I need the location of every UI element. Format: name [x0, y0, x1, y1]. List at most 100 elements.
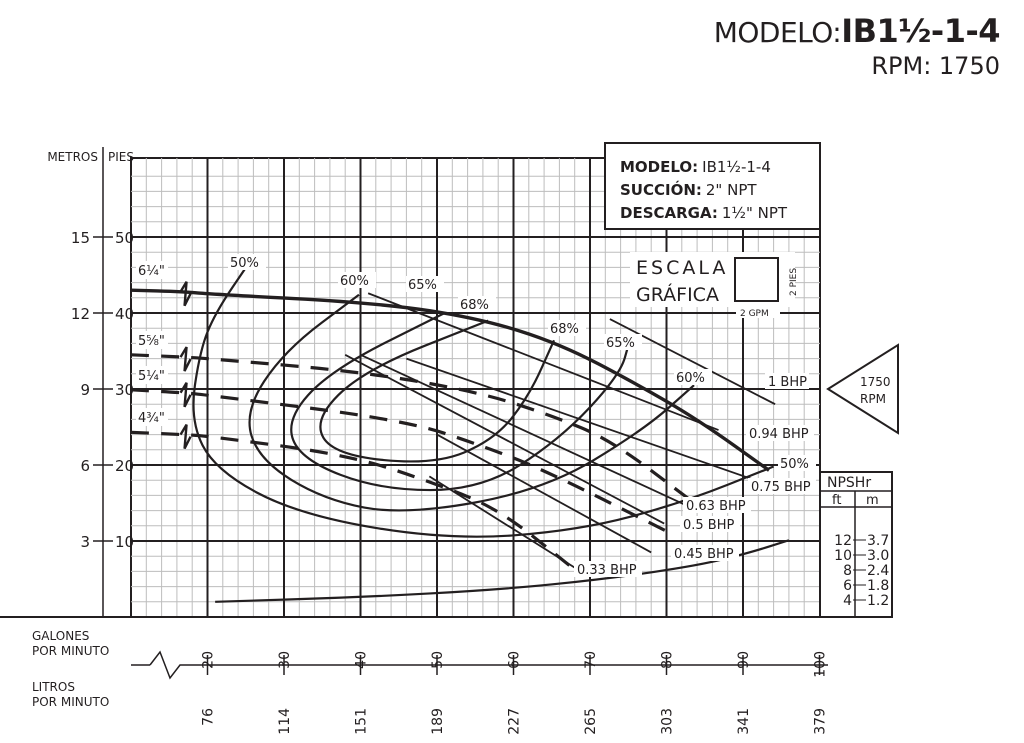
x-tick-label-lpm: 76 — [201, 708, 217, 726]
info-row: SUCCIÓN:2" NPT — [620, 180, 757, 199]
x-tick-label-gpm: 90 — [736, 651, 752, 669]
x-axis-label-gpm: GALONES — [32, 629, 89, 643]
x-tick-label-gpm: 100 — [813, 651, 829, 678]
label-bg — [736, 306, 780, 318]
efficiency-curve-68pct — [319, 319, 556, 463]
bhp-label: 0.33 BHP — [577, 563, 637, 578]
npsh-ft-value: 12 — [834, 533, 852, 549]
scale-horizontal: 2 GPM — [740, 309, 769, 319]
y-axis-label-metros: METROS — [47, 150, 98, 164]
npsh-col-ft: ft — [832, 493, 841, 508]
impeller-curve — [130, 353, 692, 502]
y-tick-label-m: 6 — [80, 457, 90, 475]
efficiency-curve-65pct — [290, 312, 631, 492]
rpm-title: RPM: 1750 — [871, 52, 1000, 80]
label-bg — [228, 254, 266, 270]
bhp-line — [436, 433, 652, 554]
impeller-curve — [130, 288, 770, 472]
npsh-ft-value: 6 — [843, 578, 852, 594]
label-bg — [136, 331, 168, 349]
x-tick-label-lpm: 189 — [430, 708, 446, 735]
label-bg — [680, 516, 740, 532]
y-tick-label-ft: 10 — [115, 533, 134, 551]
y-tick-label-m: 12 — [71, 305, 90, 323]
bhp-label: 0.94 BHP — [749, 427, 809, 442]
info-value: IB1½-1-4 — [702, 158, 771, 176]
label-bg — [765, 373, 809, 389]
npsh-ft-value: 8 — [843, 563, 852, 579]
label-bg — [136, 366, 168, 384]
bhp-line — [344, 354, 665, 525]
axis-break — [149, 650, 828, 680]
info-label: DESCARGA: — [620, 204, 718, 222]
info-row: MODELO:IB1½-1-4 — [620, 158, 771, 176]
bhp-label: 0.5 BHP — [683, 518, 735, 533]
break-symbol — [179, 281, 192, 307]
rpm-marker-value: 1750 — [860, 375, 891, 389]
info-value: 1½" NPT — [722, 204, 788, 222]
scale-square — [734, 257, 779, 302]
impeller-label: 6¼" — [138, 264, 165, 279]
y-tick-label-m: 9 — [80, 381, 90, 399]
model-label: MODELO: — [713, 16, 842, 49]
y-tick-label-m: 3 — [80, 533, 90, 551]
info-box — [604, 142, 821, 230]
y-axis-label-pies: PIES — [108, 150, 134, 164]
info-label: SUCCIÓN: — [620, 180, 702, 199]
y-tick-label-ft: 30 — [115, 381, 134, 399]
x-tick-label-lpm: 379 — [813, 708, 829, 735]
label-bg — [604, 334, 642, 350]
info-label: MODELO: — [620, 158, 698, 176]
efficiency-label: 65% — [606, 336, 635, 351]
efficiency-label: 50% — [230, 256, 259, 271]
label-bg — [574, 561, 642, 577]
label-bg — [778, 455, 816, 471]
x-axis-label-lpm: LITROS — [32, 680, 75, 694]
bhp-line — [367, 292, 719, 431]
npsh-ft-value: 10 — [834, 548, 852, 564]
label-bg — [338, 272, 376, 288]
model-value: IB1½-1-4 — [841, 12, 1000, 50]
x-tick-label-lpm: 303 — [660, 708, 676, 735]
impeller-label: 5⅝" — [138, 334, 165, 349]
x-tick-label-gpm: 80 — [660, 651, 676, 669]
x-tick-label-gpm: 60 — [507, 651, 523, 669]
impeller-label: 4¾" — [138, 411, 165, 426]
x-axis-label-lpm-2: POR MINUTO — [32, 695, 109, 709]
x-tick-label-gpm: 30 — [277, 651, 293, 669]
label-bg — [671, 545, 739, 561]
y-tick-label-m: 15 — [71, 229, 90, 247]
npsh-m-value: 1.2 — [867, 593, 889, 609]
x-axis-label-gpm-2: POR MINUTO — [32, 644, 109, 658]
efficiency-label: 65% — [408, 278, 437, 293]
npsh-m-value: 3.0 — [867, 548, 889, 564]
x-tick-label-lpm: 265 — [583, 708, 599, 735]
y-tick-label-ft: 50 — [115, 229, 134, 247]
npsh-m-value: 2.4 — [867, 563, 889, 579]
label-bg — [406, 276, 444, 292]
impeller-curve — [130, 388, 666, 532]
rpm-marker-triangle — [826, 343, 899, 435]
npsh-col-m: m — [866, 493, 879, 508]
npsh-ft-value: 4 — [843, 593, 852, 609]
efficiency-curve-60pct — [248, 293, 695, 512]
break-symbol — [179, 382, 192, 408]
npsh-m-value: 3.7 — [867, 533, 889, 549]
x-tick-label-gpm: 40 — [354, 651, 370, 669]
x-tick-label-lpm: 151 — [354, 708, 370, 735]
x-tick-label-lpm: 227 — [507, 708, 523, 735]
bhp-label: 0.63 BHP — [686, 499, 746, 514]
break-symbol — [179, 346, 192, 372]
label-bg — [458, 296, 496, 312]
label-bg — [746, 425, 814, 441]
scale-vertical: 2 PIES — [789, 268, 799, 296]
model-title: MODELO:IB1½-1-4 — [713, 12, 1001, 50]
efficiency-label: 50% — [780, 457, 809, 472]
scale-label: ESCALA — [636, 257, 728, 279]
bhp-label: 1 BHP — [768, 375, 807, 390]
x-tick-label-lpm: 341 — [736, 708, 752, 735]
x-tick-label-gpm: 20 — [201, 651, 217, 669]
efficiency-label: 68% — [550, 322, 579, 337]
